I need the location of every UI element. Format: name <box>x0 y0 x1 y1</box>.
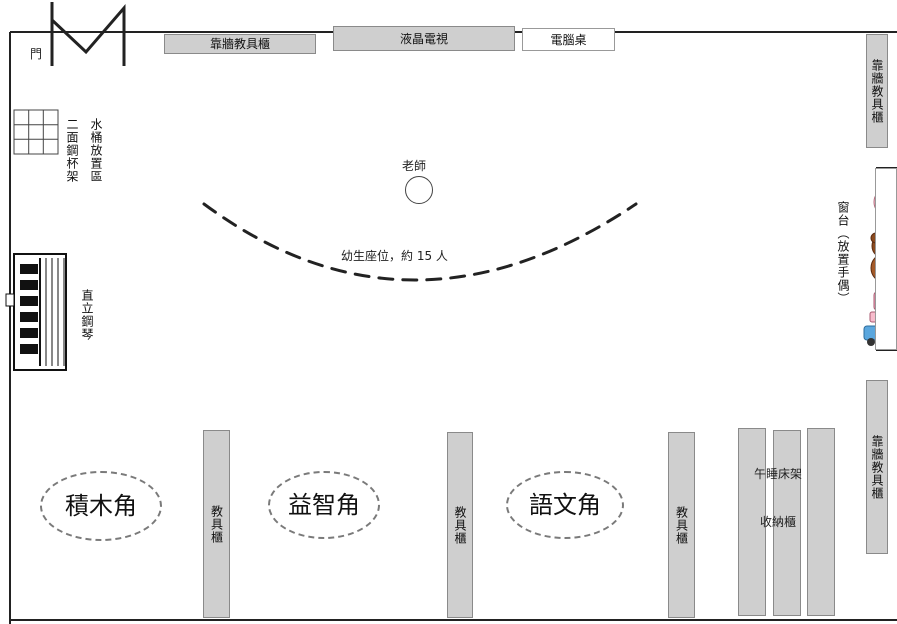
shelf-3-label: 教具櫃 <box>674 505 689 545</box>
nap-storage-b <box>773 430 801 616</box>
bucket-label-col-2: 水桶放置區 <box>88 108 104 192</box>
tv-unit: 液晶電視 <box>333 26 515 51</box>
shelf-3: 教具櫃 <box>668 432 695 618</box>
zone-blocks: 積木角 <box>40 471 162 541</box>
right-bottom-wall-shelf-label: 靠牆教具櫃 <box>870 434 884 500</box>
teacher-seat <box>405 176 433 204</box>
cup-rack-label: 二面鋼杯架 <box>65 117 79 183</box>
piano-label: 直立鋼琴 <box>80 289 94 341</box>
seating-arc <box>202 202 638 282</box>
cup-rack-label-col-1: 二面鋼杯架 <box>64 108 80 192</box>
zone-language: 語文角 <box>506 471 624 539</box>
window-sill-label: 窗台（放置手偶） <box>836 201 850 305</box>
nap-storage-label-line-2: 收納櫃 <box>760 515 797 529</box>
window-sill-label-wrap: 窗台（放置手偶） <box>832 182 854 324</box>
door-icon <box>40 2 126 66</box>
zone-puzzles: 益智角 <box>268 471 380 539</box>
nap-storage-label-line-1: 午睡床架 <box>754 467 803 481</box>
right-bottom-wall-shelf: 靠牆教具櫃 <box>866 380 888 554</box>
shelf-2-label: 教具櫃 <box>453 505 467 545</box>
nap-storage-c <box>807 428 835 616</box>
student-seating-label: 幼生座位，約 15 人 <box>341 249 448 263</box>
right-top-wall-shelf-label: 靠牆教具櫃 <box>870 58 884 124</box>
door-label: 門 <box>30 47 43 61</box>
piano-icon <box>5 253 67 371</box>
shelf-2: 教具櫃 <box>447 432 473 618</box>
window-sill <box>875 168 897 350</box>
shelf-1: 教具櫃 <box>203 430 230 618</box>
cup-rack-icon <box>13 109 59 155</box>
piano-label-wrap: 直立鋼琴 <box>78 280 96 350</box>
teacher-label: 老師 <box>402 159 427 173</box>
right-top-wall-shelf: 靠牆教具櫃 <box>866 34 888 148</box>
computer-desk: 電腦桌 <box>522 28 615 51</box>
shelf-1-label: 教具櫃 <box>209 504 224 544</box>
bucket-area-label: 水桶放置區 <box>89 117 103 183</box>
top-wall-shelf: 靠牆教具櫃 <box>164 34 316 54</box>
nap-storage-a <box>738 428 766 616</box>
